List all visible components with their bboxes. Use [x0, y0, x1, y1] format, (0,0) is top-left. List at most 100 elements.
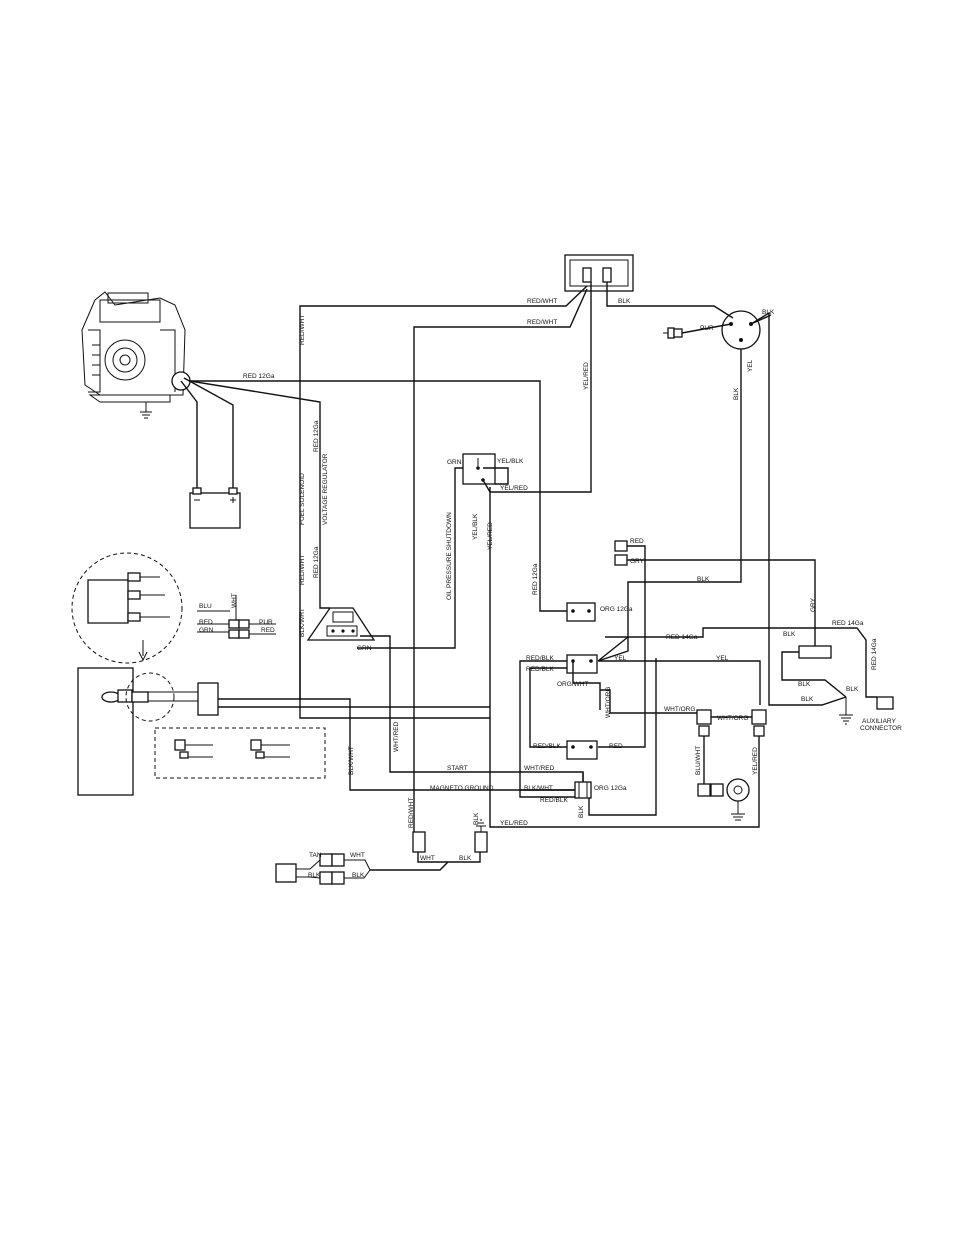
- label-blk-bottom-vertical: BLK: [578, 805, 585, 818]
- red-gry-connector: [614, 540, 628, 566]
- label-blk-vertical: BLK: [733, 387, 740, 400]
- relay-lower: [566, 740, 598, 760]
- label-wht-pin: WHT: [231, 593, 238, 608]
- ground-symbol-right: [839, 697, 853, 725]
- label-tan: TAN: [309, 852, 322, 859]
- label-red-blk-3: RED/BLK: [533, 743, 561, 750]
- oil-pressure-shutdown-module: [462, 453, 496, 485]
- label-red-lower: RED: [609, 743, 623, 750]
- label-blk-wht-vertical: BLK/WHT: [299, 608, 306, 637]
- label-blk-wht-lower: BLK/WHT: [348, 746, 355, 775]
- label-magneto-ground: MAGNETO GROUND: [430, 785, 494, 792]
- battery: [189, 487, 241, 529]
- label-red-blk-bottom: RED/BLK: [540, 797, 568, 804]
- label-blk-plug: BLK: [473, 812, 480, 825]
- auxiliary-connector: [876, 696, 894, 710]
- label-wht-org-vertical: WHT/ORG: [605, 687, 612, 718]
- clutch-connector: [697, 778, 750, 821]
- label-red-12ga-right: RED 12Ga: [532, 563, 539, 595]
- label-start: START: [447, 765, 468, 772]
- label-gry-vertical: GRY: [810, 597, 817, 612]
- label-yel-red-vertical: YEL/RED: [583, 362, 590, 390]
- label-org-12ga: ORG 12Ga: [600, 606, 633, 613]
- connector-pinout: [197, 595, 276, 639]
- bottom-harness: [275, 819, 488, 885]
- relay-center: [566, 654, 598, 674]
- seat-switch-detail: [154, 727, 326, 779]
- label-org-wht: ORG/WHT: [557, 681, 588, 688]
- label-oil-pressure-shutdown: OIL PRESSURE SHUTDOWN: [446, 512, 453, 600]
- label-wht-org-1: WHT/ORG: [664, 706, 695, 713]
- label-blu: BLU: [199, 603, 212, 610]
- label-red-12ga-starter: RED 12Ga: [243, 373, 275, 380]
- label-red-12ga-lower: RED 12Ga: [313, 546, 320, 578]
- label-red-wht-lower: RED/WHT: [299, 555, 306, 585]
- label-red-12ga-vertical: RED 12Ga: [313, 420, 320, 452]
- label-grn-oil: GRN: [447, 459, 462, 466]
- label-wht-bottom: WHT: [420, 855, 435, 862]
- label-wht-red: WHT/RED: [524, 765, 555, 772]
- label-grn-regulator: GRN: [357, 645, 372, 652]
- label-blk-key: BLK: [762, 309, 775, 316]
- voltage-regulator: [306, 607, 376, 641]
- label-yel-red-oil: YEL/RED: [500, 485, 528, 492]
- label-red-14ga-right: RED 14Ga: [832, 620, 864, 627]
- label-red-blk-2: RED/BLK: [526, 666, 554, 673]
- label-blk-middle: BLK: [697, 576, 710, 583]
- detail-magnifier: [71, 552, 183, 664]
- label-red-wht-2: RED/WHT: [527, 319, 557, 326]
- label-red-wht-top: RED/WHT: [527, 298, 557, 305]
- label-red-wht-vertical: RED/WHT: [299, 315, 306, 345]
- label-wht-red-vertical: WHT/RED: [393, 721, 400, 752]
- label-pur-pin: PUR: [259, 619, 273, 626]
- switch-plunger-left: [696, 709, 712, 737]
- label-blk-right-4: BLK: [801, 696, 814, 703]
- label-blk-right-2: BLK: [798, 681, 811, 688]
- label-org-12ga-bottom: ORG 12Ga: [594, 785, 627, 792]
- relay-org-12ga: [566, 602, 596, 622]
- label-blk-right-3: BLK: [846, 686, 859, 693]
- label-fuel-solenoid: FUEL SOLENOID: [299, 473, 306, 525]
- label-grn-pin: GRN: [199, 627, 214, 634]
- engine: [81, 291, 186, 419]
- label-blk-right-1: BLK: [783, 631, 796, 638]
- label-yel-blk-oil: YEL/BLK: [497, 458, 524, 465]
- label-red-14ga-mid: RED 14Ga: [666, 634, 698, 641]
- wires: [189, 282, 877, 832]
- label-blu-wht: BLU/WHT: [695, 746, 702, 775]
- label-wht-harness: WHT: [350, 852, 365, 859]
- label-blk-top: BLK: [618, 298, 631, 305]
- switch-plunger-right: [751, 709, 767, 737]
- label-red-pin-2: RED: [261, 627, 275, 634]
- label-blk-wht-bottom: BLK/WHT: [524, 785, 553, 792]
- label-red-14ga-vertical: RED 14Ga: [871, 638, 878, 670]
- label-red-wht-bottom: RED/WHT: [408, 798, 415, 828]
- label-voltage-regulator: VOLTAGE REGULATOR: [322, 453, 329, 525]
- seat-switch-housing: [77, 667, 219, 796]
- label-yel-center: YEL: [614, 655, 627, 662]
- label-yel-vertical: YEL: [747, 359, 754, 372]
- key-switch: [721, 310, 761, 350]
- ignition-switch-connector: [564, 254, 634, 292]
- label-gry-small: GRY: [630, 558, 645, 565]
- label-blk-bottom: BLK: [459, 855, 472, 862]
- label-yel-red-bottom: YEL/RED: [500, 820, 528, 827]
- label-red-small: RED: [630, 538, 644, 545]
- magneto-ground-connector: [574, 781, 592, 799]
- label-pur: PUR: [700, 325, 714, 332]
- label-blk-harness-1: BLK: [308, 872, 321, 879]
- label-connector: CONNECTOR: [860, 725, 902, 732]
- gry-sensor: [798, 645, 832, 659]
- label-wht-org-2: WHT/ORG: [717, 715, 748, 722]
- label-yel-red-right: YEL/RED: [752, 747, 759, 775]
- label-blk-harness-2: BLK: [352, 872, 365, 879]
- label-yel-right: YEL: [716, 655, 729, 662]
- label-auxiliary: AUXILIARY: [862, 718, 897, 725]
- label-yel-blk-vertical: YEL/BLK: [472, 513, 479, 540]
- pur-plug: [663, 327, 683, 339]
- label-yel-red-vertical-2: YEL/RED: [487, 522, 494, 550]
- label-red-pin: RED: [199, 619, 213, 626]
- wire-labels: RED/WHT RED/WHT BLK BLK PUR RED 12Ga YEL…: [199, 298, 902, 879]
